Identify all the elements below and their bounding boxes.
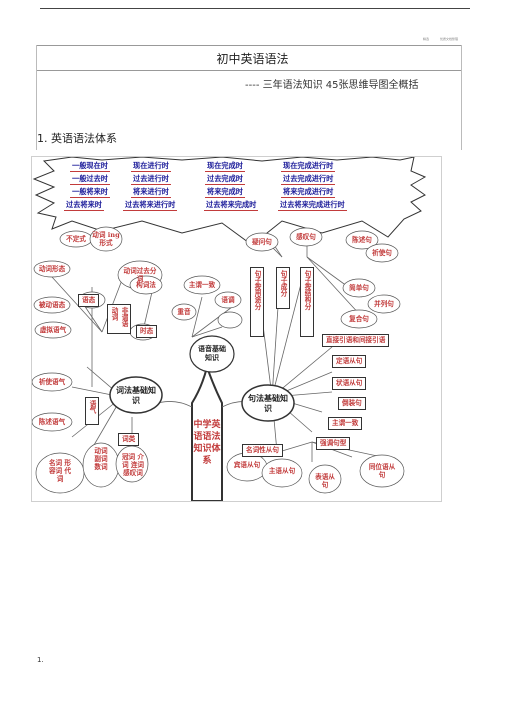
node-voice: 语态 xyxy=(78,294,100,307)
footer-page-number: 1. xyxy=(37,656,44,664)
tense-3-4: 将来完成进行时 xyxy=(281,187,336,198)
morph-hub: 词法基础知识 xyxy=(116,385,156,405)
pron-hub: 语音基础知识 xyxy=(198,344,226,362)
node-subjunctive: 虚拟语气 xyxy=(39,326,67,334)
frame-right xyxy=(461,45,462,150)
node-imperative-s: 祈使句 xyxy=(372,249,392,257)
tense-3-3: 将来完成时 xyxy=(205,187,245,198)
node-simple: 简单句 xyxy=(349,284,369,292)
node-compound: 并列句 xyxy=(374,300,394,308)
node-stress: 重音 xyxy=(177,308,191,316)
tense-1-3: 现在完成时 xyxy=(205,161,245,172)
node-agreement: 主谓一致 xyxy=(188,281,216,289)
node-nonfinite: 非谓语动词 xyxy=(107,304,131,334)
node-appositive-clause: 同位语从句 xyxy=(368,463,396,479)
tense-2-1: 一般过去时 xyxy=(70,174,110,185)
tense-4-3: 过去将来完成时 xyxy=(204,200,259,211)
node-gerund: 动词 ing 形式 xyxy=(92,231,120,247)
syntax-hub: 句法基础知识 xyxy=(248,393,288,413)
node-by-use: 句子按用途分 xyxy=(250,267,264,337)
tense-4-2: 过去将来进行时 xyxy=(123,200,178,211)
tense-2-3: 过去完成时 xyxy=(205,174,245,185)
node-emphatic: 强调句型 xyxy=(316,437,351,450)
node-verbs-group: 动词 副词 数词 xyxy=(94,447,108,471)
node-others-group: 冠词 介词 连词 感叹词 xyxy=(121,453,145,477)
node-object-clause: 宾语从句 xyxy=(233,461,261,469)
tense-1-2: 现在进行时 xyxy=(131,161,171,172)
header-label-right: 优质文档整理 xyxy=(440,37,459,41)
node-components: 句子成分 xyxy=(276,267,290,309)
tense-1-1: 一般现在时 xyxy=(70,161,110,172)
node-intonation: 语调 xyxy=(221,296,235,304)
mind-map-lines xyxy=(32,157,427,501)
node-exclamatory: 感叹句 xyxy=(296,233,316,241)
tense-3-1: 一般将来时 xyxy=(70,187,110,198)
node-adverbial: 状语从句 xyxy=(332,377,367,390)
node-statement: 陈述句 xyxy=(352,236,372,244)
section-heading: 1. 英语语法体系 xyxy=(37,132,117,145)
pron-hub-shape xyxy=(189,335,235,373)
header-label-left: 精选 xyxy=(423,37,430,41)
node-predicative-clause: 表语从句 xyxy=(315,473,335,489)
node-passive: 被动语态 xyxy=(38,301,66,309)
node-verb-forms: 动词形态 xyxy=(38,265,66,273)
node-direct-indirect: 直接引语和间接引语 xyxy=(322,334,390,347)
tense-4-1: 过去将来时 xyxy=(64,200,104,211)
node-nouns-group: 名词 形容词 代词 xyxy=(48,459,72,483)
grammar-mind-map: 一般现在时 现在进行时 现在完成时 现在完成进行时 一般过去时 过去进行时 过去… xyxy=(31,156,442,502)
morph-hub-shape xyxy=(109,376,163,414)
node-interrogative: 疑问句 xyxy=(252,238,272,246)
tense-1-4: 现在完成进行时 xyxy=(281,161,336,172)
page-subtitle: ---- 三年语法知识 45张思维导图全概括 xyxy=(245,80,419,91)
node-subject-clause: 主语从句 xyxy=(268,467,296,475)
node-by-structure: 句子按结构分 xyxy=(300,267,314,337)
node-word-class: 词类 xyxy=(118,433,140,446)
node-past-participle: 动词过去分词 xyxy=(123,267,157,283)
syntax-hub-shape xyxy=(241,384,295,422)
node-infinitive: 不定式 xyxy=(66,235,86,243)
tense-2-4: 过去完成进行时 xyxy=(281,174,336,185)
node-complex: 复合句 xyxy=(349,315,369,323)
node-imperative: 祈使语气 xyxy=(38,378,66,386)
node-mood: 语气 xyxy=(85,397,99,425)
frame-title-bottom xyxy=(36,70,461,71)
node-indicative: 陈述语气 xyxy=(38,418,66,426)
tense-4-4: 过去将来完成进行时 xyxy=(278,200,347,211)
tense-3-2: 将来进行时 xyxy=(131,187,171,198)
node-attributive: 定语从句 xyxy=(332,355,367,368)
node-noun-clause: 名词性从句 xyxy=(242,444,283,457)
tense-2-2: 过去进行时 xyxy=(131,174,171,185)
frame-top xyxy=(36,45,461,46)
frame-left xyxy=(36,45,37,150)
center-title: 中学英语语法知识体系 xyxy=(193,420,221,466)
node-tense: 时态 xyxy=(136,325,158,338)
node-inversion: 倒装句 xyxy=(338,397,366,410)
page-title: 初中英语语法 xyxy=(216,52,289,66)
tense-cloud xyxy=(32,157,427,246)
node-agreement2: 主谓一致 xyxy=(328,417,363,430)
node-word-formation: 构词法 xyxy=(136,281,156,289)
header-rule xyxy=(40,8,470,9)
